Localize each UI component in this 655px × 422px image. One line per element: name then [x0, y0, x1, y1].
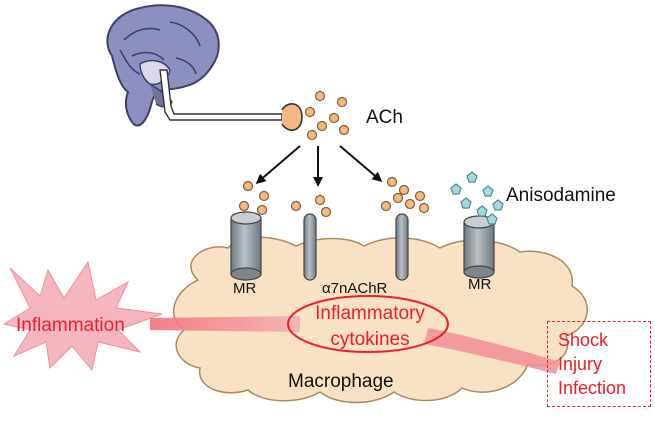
conditions-streak: [424, 328, 560, 374]
condition-injury: Injury: [558, 354, 603, 374]
anisodamine-molecule-icon: [450, 171, 504, 225]
receptor-a7-left-icon: [303, 213, 317, 281]
nerve-terminal: [281, 103, 303, 131]
inflammation-burst-icon: [2, 260, 163, 372]
receptor-mr-left-icon: [230, 211, 262, 281]
brain-icon: [106, 4, 220, 127]
ach-molecule-icon: [238, 90, 430, 218]
cytokines-ellipse: [287, 295, 449, 353]
macrophage-cell: [173, 236, 588, 404]
mr-right-label: MR: [468, 276, 492, 293]
ach-label: ACh: [366, 107, 403, 128]
inflammation-streak: [150, 316, 300, 332]
receptor-mr-right-icon: [463, 215, 495, 279]
cytokines-label-line1: Inflammatory: [315, 303, 425, 324]
arrow-right: [339, 145, 383, 182]
mr-left-label: MR: [233, 280, 257, 297]
alpha7-receptor-label: α7nAChR: [322, 280, 388, 297]
inflammation-label: Inflammation: [16, 315, 125, 336]
condition-shock: Shock: [558, 330, 609, 350]
conditions-box: [547, 321, 651, 407]
anisodamine-label: Anisodamine: [506, 185, 616, 206]
macrophage-label: Macrophage: [288, 371, 394, 392]
receptor-a7-right-icon: [395, 213, 409, 281]
arrow-left: [255, 145, 301, 184]
condition-infection: Infection: [558, 378, 627, 398]
cytokines-label-line2: cytokines: [330, 329, 410, 350]
